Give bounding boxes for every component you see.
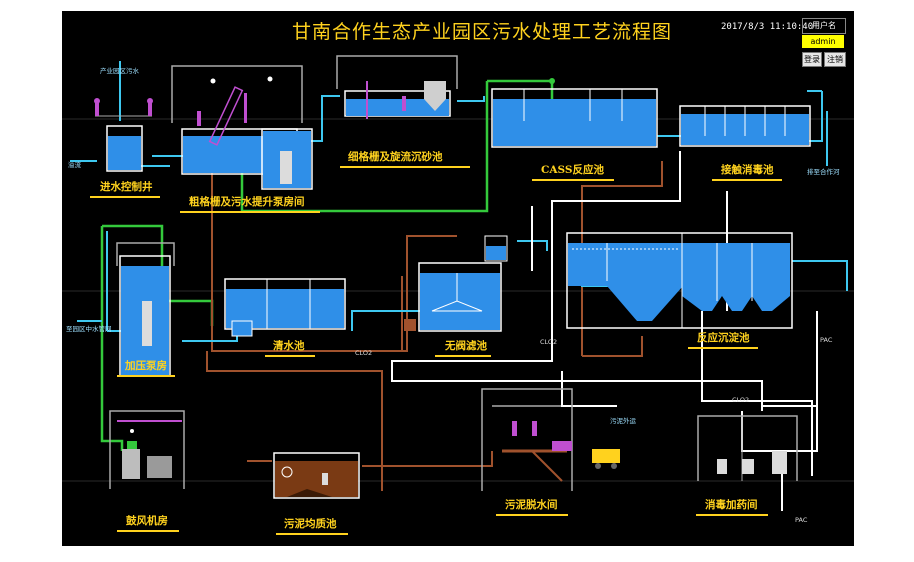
underline-dosing-room (696, 514, 768, 516)
tag-overflow: 溢流 (68, 161, 81, 169)
disinfection-dosing-room (697, 415, 798, 481)
datetime-display: 2017/8/3 11:10:40 (721, 22, 814, 32)
label-pressure-pump[interactable]: 加压泵房 (125, 360, 167, 372)
tag-clo2-a: CLO2 (355, 349, 373, 357)
label-clear-water[interactable]: 清水池 (273, 340, 305, 352)
underline-clear-water (265, 355, 315, 357)
label-cass[interactable]: CASS反应池 (541, 164, 604, 176)
user-label: 用户名 (802, 18, 846, 34)
tag-pac-b: PAC (795, 516, 808, 524)
coarse-screen-building (171, 65, 313, 190)
page-title: 甘南合作生态产业园区污水处理工艺流程图 (291, 21, 672, 43)
label-sludge-tank[interactable]: 污泥均质池 (284, 518, 337, 530)
label-contact-tank[interactable]: 接触消毒池 (721, 164, 774, 176)
tag-clo2-b: CLO2 (540, 338, 558, 346)
underline-inlet-well (90, 196, 160, 198)
inlet-well-tank (94, 98, 153, 172)
underline-cass (532, 179, 614, 181)
contact-disinfection-tank (679, 105, 811, 147)
underline-pressure-pump (117, 375, 175, 377)
user-name-field[interactable]: admin (802, 35, 844, 48)
label-sludge-dewater[interactable]: 污泥脱水间 (505, 499, 558, 511)
tag-reuse: 至园区中水管网 (66, 325, 112, 333)
underline-valveless-filter (435, 355, 491, 357)
label-valveless-filter[interactable]: 无阀滤池 (445, 340, 487, 352)
cass-reactor-tank (491, 78, 658, 148)
tag-park-sewage: 产业园区污水 (100, 67, 139, 75)
label-reaction-sediment[interactable]: 反应沉淀池 (697, 332, 750, 344)
login-button[interactable]: 登录 (802, 52, 822, 67)
tag-sludge-out: 污泥外运 (610, 417, 636, 425)
underline-sludge-tank (276, 533, 348, 535)
sludge-homogenization-tank (273, 452, 360, 499)
blower-room (109, 410, 185, 489)
underline-fine-screen (340, 166, 470, 168)
underline-contact-tank (712, 179, 782, 181)
tag-to-river: 排至合作河 (807, 168, 840, 176)
fine-screen-grit-chamber (336, 55, 458, 119)
label-fine-screen[interactable]: 细格栅及旋流沉砂池 (348, 151, 443, 163)
valveless-filter-tank (404, 235, 508, 332)
logout-button[interactable]: 注销 (824, 52, 846, 67)
scada-screen: 甘南合作生态产业园区污水处理工艺流程图 2017/8/3 11:10:40 用户… (62, 11, 854, 546)
process-diagram (62, 55, 854, 511)
underline-blower (117, 530, 179, 532)
label-dosing-room[interactable]: 消毒加药间 (705, 499, 758, 511)
sludge-dewatering-room (481, 388, 620, 491)
tag-clo2-c: CLO2 (732, 396, 750, 404)
underline-coarse-screen (180, 211, 320, 213)
label-blower[interactable]: 鼓风机房 (126, 515, 168, 527)
label-inlet-well[interactable]: 进水控制井 (100, 181, 153, 193)
label-coarse-screen[interactable]: 粗格栅及污水提升泵房间 (189, 196, 305, 208)
reaction-sedimentation-tank (566, 232, 793, 329)
clear-water-tank (224, 278, 346, 337)
pressure-pump-house (116, 242, 175, 377)
underline-reaction-sediment (688, 347, 758, 349)
tag-pac-a: PAC (820, 336, 833, 344)
underline-sludge-dewater (496, 514, 568, 516)
